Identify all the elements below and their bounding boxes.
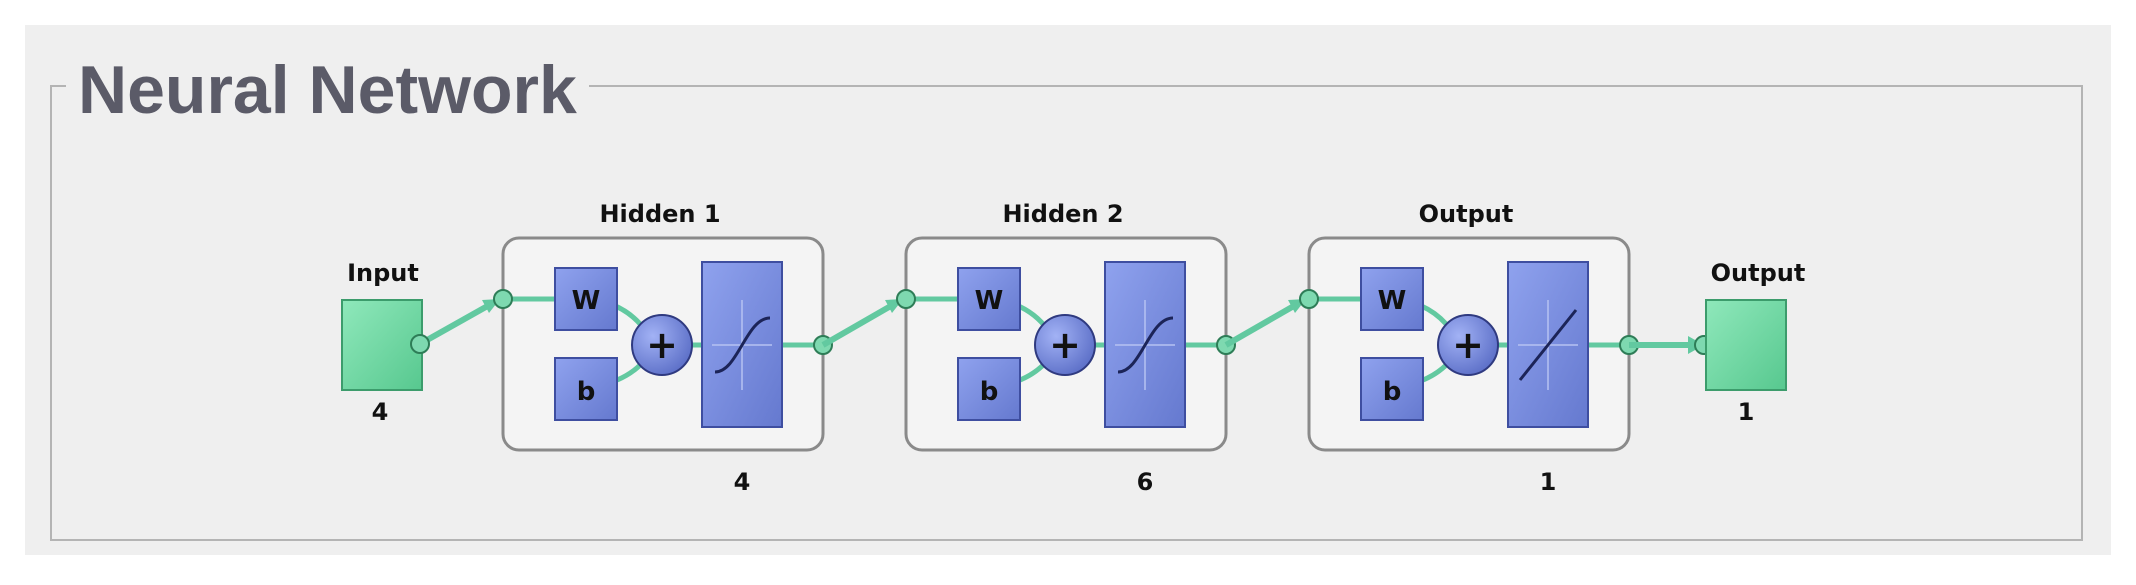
weight-block (554, 267, 618, 331)
output-layer-size: 1 (1540, 468, 1557, 496)
sum-symbol: + (1049, 323, 1081, 367)
connector-dot (896, 289, 916, 309)
input-size: 4 (372, 398, 389, 426)
output-label: Output (1711, 259, 1806, 287)
bias-symbol: b (577, 377, 596, 407)
sum-icon (1034, 314, 1096, 376)
hidden1-label: Hidden 1 (599, 200, 720, 228)
connector-dot (1299, 289, 1319, 309)
sum-symbol: + (1452, 323, 1484, 367)
weight-block (1360, 267, 1424, 331)
connector-dot (493, 289, 513, 309)
bias-symbol: b (980, 377, 999, 407)
input-node-icon (341, 299, 423, 391)
hidden-layer-2: Hidden 2 W b + 6 (896, 200, 1236, 496)
output-block: Output 1 (1705, 259, 1806, 426)
weight-symbol: W (975, 286, 1004, 316)
output-node-icon (1705, 299, 1787, 391)
output-layer: Output W b + 1 (1299, 200, 1639, 496)
sum-symbol: + (646, 323, 678, 367)
purelin-line-icon (1518, 309, 1578, 381)
neural-network-groupbox (50, 85, 2083, 541)
connection-hidden2-output (1224, 296, 1308, 348)
output-size: 1 (1738, 398, 1755, 426)
groupbox-title: Neural Network (66, 45, 589, 135)
sum-icon (631, 314, 693, 376)
connector-dot (410, 334, 430, 354)
connection-hidden1-hidden2 (821, 296, 905, 348)
bias-block (957, 357, 1021, 421)
input-block: Input 4 (341, 259, 423, 426)
weight-symbol: W (1378, 286, 1407, 316)
weight-symbol: W (572, 286, 601, 316)
output-layer-label: Output (1419, 200, 1514, 228)
input-label: Input (347, 259, 419, 287)
bias-block (1360, 357, 1424, 421)
sum-icon (1437, 314, 1499, 376)
hidden-layer-1: Hidden 1 W b + 4 (493, 200, 833, 496)
bias-block (554, 357, 618, 421)
hidden2-label: Hidden 2 (1002, 200, 1123, 228)
weight-block (957, 267, 1021, 331)
connection-output-final (1629, 335, 1714, 355)
tansig-curve-icon (714, 316, 771, 374)
hidden1-size: 4 (734, 468, 751, 496)
hidden2-size: 6 (1137, 468, 1154, 496)
tansig-curve-icon (1117, 316, 1174, 374)
connection-input-hidden1 (410, 296, 502, 354)
bias-symbol: b (1383, 377, 1402, 407)
